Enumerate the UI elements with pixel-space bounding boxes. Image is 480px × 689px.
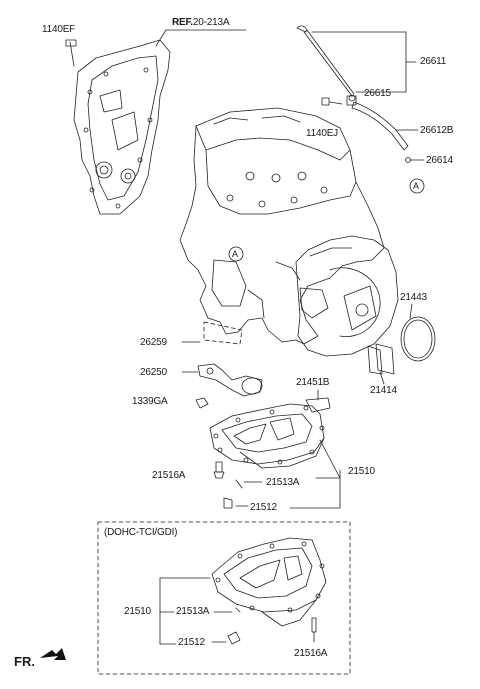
label-1140ef: 1140EF — [42, 24, 76, 35]
label-21510-top: 21510 — [348, 466, 375, 477]
front-arrow-icon — [40, 648, 66, 660]
oil-pan-top — [209, 403, 325, 469]
variant-label: (DOHC-TCI/GDI) — [104, 527, 178, 538]
label-21414: 21414 — [370, 385, 397, 396]
front-label: FR. — [14, 654, 35, 669]
oil-pan-variant — [211, 537, 327, 627]
label-26612b: 26612B — [420, 125, 454, 136]
ref-label: REF.20-213A — [172, 17, 229, 28]
dipstick-tube — [346, 95, 409, 151]
label-21513a-bot: 21513A — [176, 606, 210, 617]
dipstick — [296, 25, 356, 102]
label-21451b: 21451B — [296, 377, 330, 388]
label-26611: 26611 — [420, 56, 447, 67]
bolt-1339ga — [195, 397, 209, 409]
engine-block — [179, 107, 385, 345]
timing-cover — [65, 39, 171, 215]
drain-hardware-top — [213, 461, 243, 509]
label-21512-top: 21512 — [250, 502, 277, 513]
ref-value: 20-213A — [192, 17, 230, 28]
callout-a-tube — [409, 178, 425, 194]
label-1339ga: 1339GA — [132, 396, 168, 407]
label-26250: 26250 — [140, 367, 167, 378]
label-21512-bot: 21512 — [178, 637, 205, 648]
rear-housing — [295, 235, 399, 357]
label-21516a-top: 21516A — [152, 470, 186, 481]
label-21510-bot: 21510 — [124, 606, 151, 617]
rear-oil-seal — [400, 316, 436, 362]
callout-a-block-label: A — [232, 249, 238, 259]
label-21513a-top: 21513A — [266, 477, 300, 488]
label-1140ej: 1140EJ — [306, 128, 338, 139]
label-26614: 26614 — [426, 155, 453, 166]
seal-cover-gasket — [367, 343, 395, 375]
callout-a-block — [228, 246, 244, 262]
callout-a-tube-label: A — [413, 181, 419, 191]
label-26259: 26259 — [140, 337, 167, 348]
baffle-plate — [305, 397, 331, 413]
label-21443: 21443 — [400, 292, 427, 303]
variant-box — [97, 521, 351, 675]
label-21516a-bot: 21516A — [294, 648, 328, 659]
oil-strainer — [197, 363, 263, 397]
ref-prefix: REF. — [172, 17, 193, 28]
label-26615: 26615 — [364, 88, 391, 99]
